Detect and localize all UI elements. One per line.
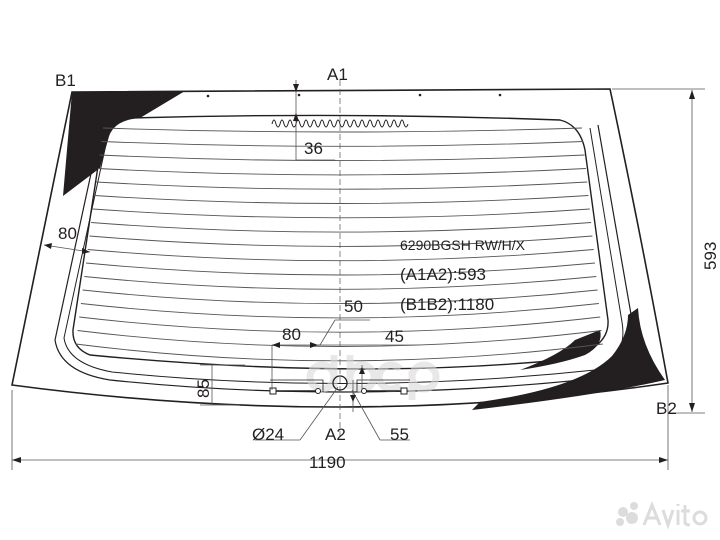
dim-85: 85 [194,379,213,398]
label-b2: B2 [656,399,677,418]
inner-border [72,114,609,370]
dim-55: 55 [390,425,409,444]
top-left-black-band [63,91,185,196]
heater-line [91,222,592,233]
mounting-dots [124,93,502,99]
connectors [269,379,410,395]
dim-50: 50 [344,297,363,316]
dim-width-1190: 1190 [309,453,346,472]
bottom-right-inner-band [520,330,601,370]
heater-line [89,235,593,247]
label-a1: A1 [327,65,348,84]
dim-45: 45 [385,327,404,346]
dim-80-heater: 80 [282,325,301,344]
heater-line [92,208,590,219]
heater-line [85,262,596,276]
label-a2: A2 [325,425,346,444]
antenna-wave [271,119,409,128]
heater-line [97,168,586,176]
heater-line [99,154,585,162]
heater-line [77,330,602,347]
left-trim-line [54,124,634,393]
heater-line [101,141,584,147]
label-b1: B1 [55,71,76,90]
heater-line [87,249,594,262]
dbcp-watermark [306,355,440,400]
avito-logo [616,500,708,530]
a1a2-value: (A1A2):593 [400,265,486,284]
dim-height-593: 593 [701,242,720,270]
heater-line [94,195,589,204]
dim-36: 36 [304,139,323,158]
heater-line [82,289,598,305]
b1b2-value: (B1B2):1180 [400,295,494,314]
bottom-right-black-band [472,308,665,410]
glass-outline [11,88,669,408]
arrowheads [12,84,695,463]
heater-line [102,127,583,133]
hole-circle [332,375,348,391]
dim-hole-diameter: Ø24 [252,425,284,444]
part-code: 6290BGSH RW/H/X [400,237,526,253]
dim-80-side: 80 [58,224,77,243]
heater-line [96,181,588,190]
